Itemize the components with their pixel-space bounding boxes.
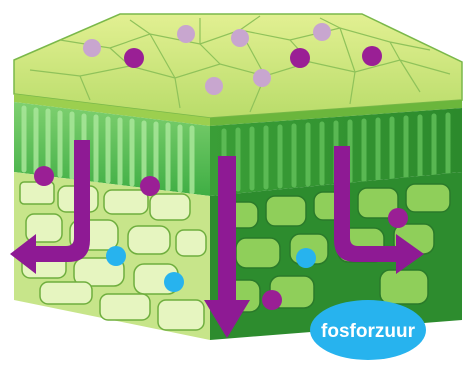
fosforzuur-label-text: fosforzuur: [321, 321, 416, 342]
fosforzuur-label: fosforzuur: [310, 300, 426, 360]
